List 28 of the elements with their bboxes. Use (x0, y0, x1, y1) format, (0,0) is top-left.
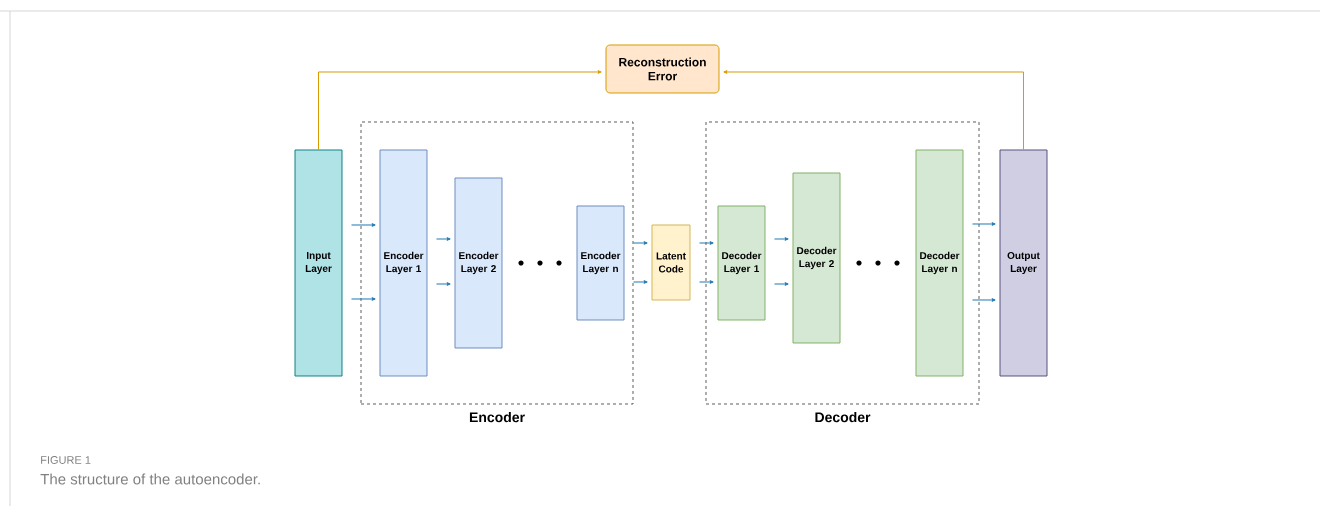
arrow (436, 237, 451, 241)
arrow (774, 282, 789, 286)
node-label: Decoder (815, 411, 871, 423)
layer-box: Encoder Layer 2 (454, 177, 503, 349)
arrow (436, 282, 451, 286)
arrow (633, 280, 648, 284)
layer-box: Output Layer (999, 149, 1048, 377)
layer-box: Latent Code (651, 224, 691, 301)
layer-box: Input Layer (294, 149, 343, 377)
arrow (351, 297, 376, 301)
layer-box: Decoder Layer n (915, 149, 964, 377)
layer-box: Decoder Layer 2 (792, 172, 841, 344)
error-box: Reconstruction Error (605, 44, 720, 94)
figure-number: FIGURE 1 (41, 456, 91, 464)
arrow (774, 237, 789, 241)
node-label: Encoder (469, 411, 525, 423)
layer-box: Encoder Layer 1 (379, 149, 428, 377)
arrow (351, 223, 376, 227)
arrow (318, 70, 602, 150)
layer-box: Encoder Layer n (576, 205, 625, 321)
arrow (699, 241, 714, 245)
arrow (972, 298, 996, 302)
layer-box: Decoder Layer 1 (717, 205, 766, 321)
caption: The structure of the autoencoder. (40, 473, 260, 485)
arrow (633, 241, 648, 245)
arrow (699, 280, 714, 284)
arrow (972, 222, 996, 226)
arrow (723, 70, 1024, 150)
